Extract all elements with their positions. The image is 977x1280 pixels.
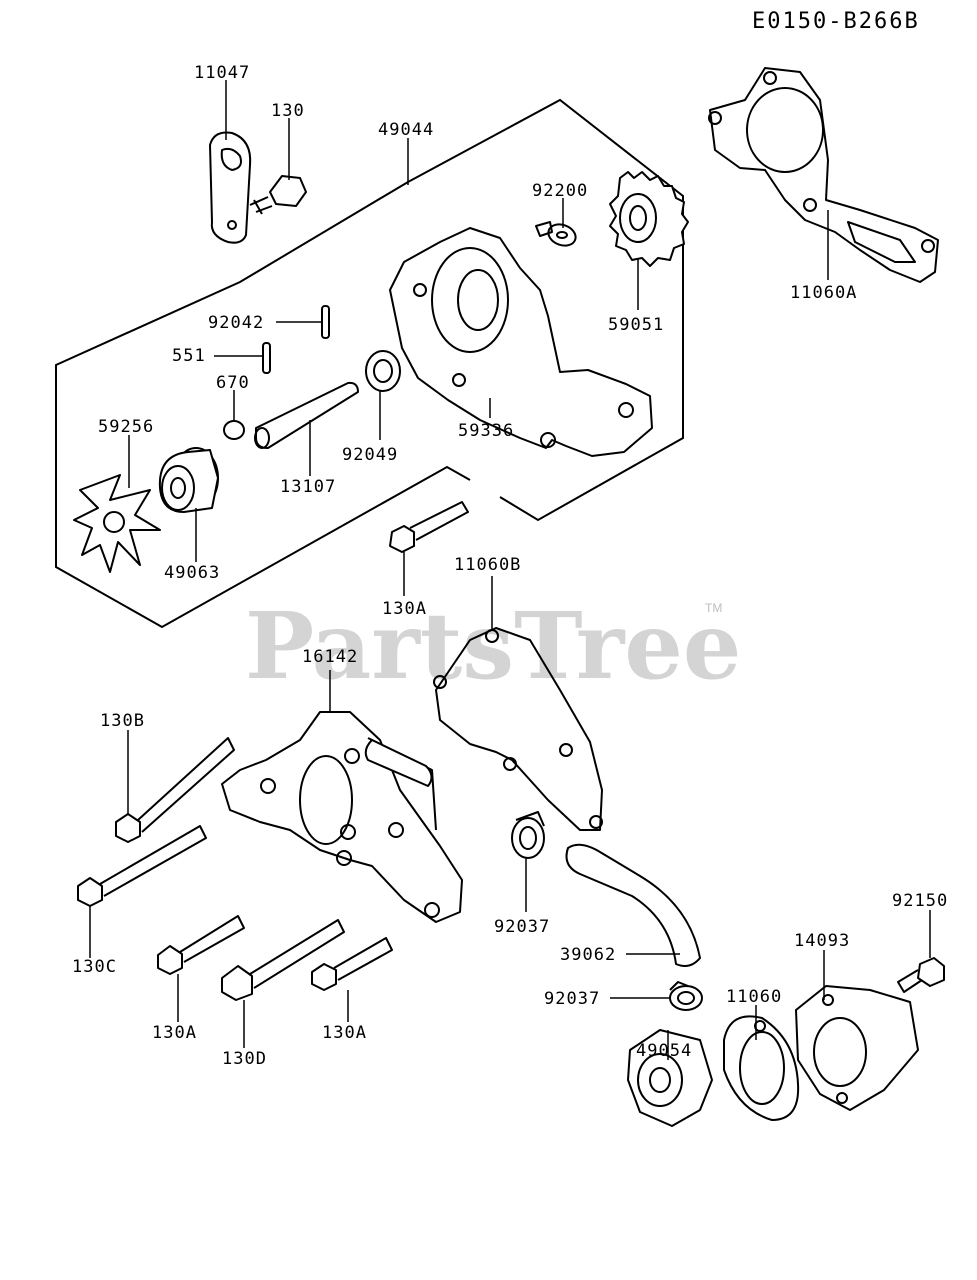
impeller-59256 — [73, 474, 161, 573]
callout-92037-b: 92037 — [544, 989, 600, 1009]
gasket-11060 — [723, 1015, 800, 1121]
gasket-11060A — [708, 67, 939, 283]
callout-130C: 130C — [72, 957, 117, 977]
diagram-reference-code: E0150-B266B — [752, 9, 920, 34]
thermostat-49054 — [627, 1029, 713, 1127]
callout-16142: 16142 — [302, 647, 358, 667]
callout-130B: 130B — [100, 711, 145, 731]
shaft-13107 — [254, 381, 359, 449]
callout-670: 670 — [216, 373, 250, 393]
callout-11060: 11060 — [726, 987, 782, 1007]
bolts-lower — [77, 737, 393, 1001]
callout-92037-a: 92037 — [494, 917, 550, 937]
bolt-130A-top — [389, 501, 469, 553]
callout-59256: 59256 — [98, 417, 154, 437]
thermostat-housing-14093 — [795, 985, 919, 1111]
assembly-frame — [55, 98, 684, 629]
o-ring-670 — [223, 420, 245, 440]
pins-92042-551 — [262, 305, 330, 374]
watermark: PartsTree — [245, 592, 741, 700]
callout-39062: 39062 — [560, 945, 616, 965]
gasket-11060B — [433, 627, 603, 831]
callout-11060A: 11060A — [790, 283, 857, 303]
callout-130D: 130D — [222, 1049, 267, 1069]
callout-49063: 49063 — [164, 563, 220, 583]
callout-59051: 59051 — [608, 315, 664, 335]
seal-49063 — [158, 447, 219, 513]
clamp-92037-a — [511, 811, 545, 859]
washer-92200 — [535, 221, 577, 247]
leader-lines — [89, 80, 931, 1060]
callout-130A-left: 130A — [152, 1023, 197, 1043]
callout-130A-right: 130A — [322, 1023, 367, 1043]
hose-39062 — [565, 843, 701, 967]
callout-49044: 49044 — [378, 120, 434, 140]
pipe — [364, 739, 433, 787]
callout-11060B: 11060B — [454, 555, 521, 575]
watermark-trademark: TM — [705, 601, 722, 615]
clamp-92037-b — [669, 981, 703, 1011]
callout-labels: 11047 130 49044 92200 11060A 59051 92042… — [72, 63, 948, 1069]
callout-551: 551 — [172, 346, 206, 366]
bolt-130 — [249, 175, 307, 215]
callout-11047: 11047 — [194, 63, 250, 83]
callout-92150: 92150 — [892, 891, 948, 911]
callout-59336: 59336 — [458, 421, 514, 441]
gear-59051 — [609, 171, 689, 267]
callout-49054: 49054 — [636, 1041, 692, 1061]
callout-130: 130 — [271, 101, 305, 121]
housing-59336 — [389, 227, 653, 457]
bolt-92150 — [897, 957, 945, 993]
callout-92200: 92200 — [532, 181, 588, 201]
callout-92049: 92049 — [342, 445, 398, 465]
pump-cover-16142 — [221, 711, 463, 923]
callout-92042: 92042 — [208, 313, 264, 333]
callout-130A-top: 130A — [382, 599, 427, 619]
callout-14093: 14093 — [794, 931, 850, 951]
callout-13107: 13107 — [280, 477, 336, 497]
seal-92049 — [365, 350, 401, 392]
plate-11047 — [209, 131, 252, 244]
